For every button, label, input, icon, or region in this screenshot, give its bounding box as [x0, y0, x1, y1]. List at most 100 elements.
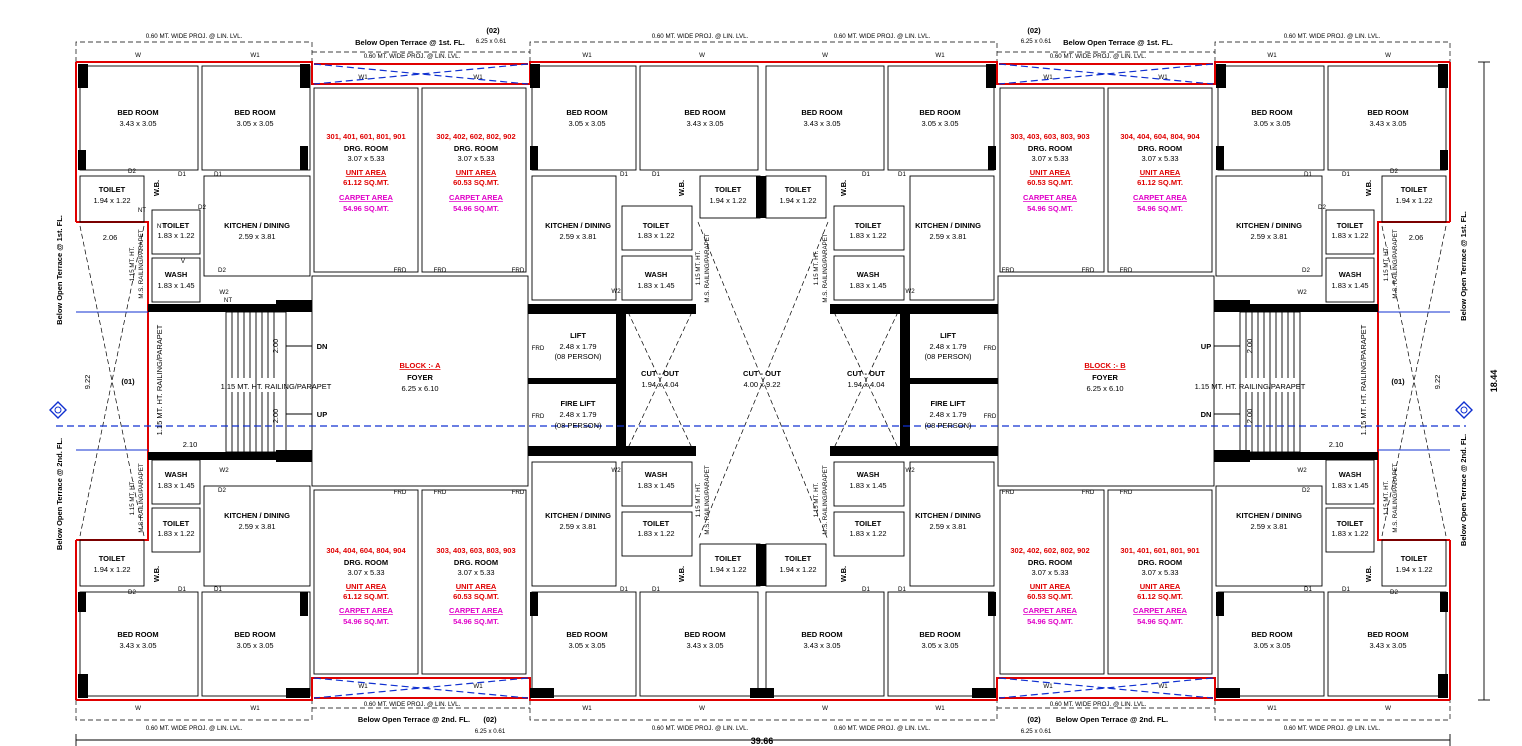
terrace-tag: (02) [486, 26, 500, 35]
projection-label: 0.60 MT. WIDE PROJ. @ LIN. LVL. [146, 725, 243, 732]
railing-label: 1.15 MT. HT. RAILING/PARAPET [155, 324, 164, 435]
unit-area-label: UNIT AREA [1140, 582, 1181, 591]
room-dim: 1.83 x 1.45 [157, 281, 194, 290]
room-name: DRG. ROOM [344, 144, 388, 153]
room-name: TOILET [643, 519, 670, 528]
interior-walls [79, 65, 1447, 697]
room-name: WASH [165, 470, 188, 479]
room-name: TOILET [715, 554, 742, 563]
room-name: KITCHEN / DINING [224, 221, 290, 230]
window-tag: W2 [905, 467, 915, 474]
dim-label: 2.06 [103, 233, 118, 242]
unit-area-value: 61.12 SQ.MT. [343, 178, 389, 187]
cutout-diagonals [79, 63, 1447, 699]
room-dim: 1.83 x 1.22 [849, 529, 886, 538]
foyer-dim: 6.25 x 6.10 [401, 384, 438, 393]
ms-railing-label: 1.15 MT. HT. [1383, 246, 1390, 281]
wb-label: W.B. [1364, 180, 1373, 196]
terrace-label: Below Open Terrace @ 2nd. FL. [358, 715, 470, 724]
room-name: BED ROOM [234, 630, 275, 639]
lift-capacity: (08 PERSON) [924, 352, 972, 361]
window-tag: W [1385, 52, 1391, 59]
wb-label: W.B. [677, 180, 686, 196]
side-terrace-label: Below Open Terrace @ 2nd. FL. [1459, 434, 1468, 546]
ms-railing-label: M.S. RAILING/PARAPET [138, 229, 145, 299]
room-dim: 3.05 x 3.05 [921, 641, 958, 650]
window-tag: W1 [935, 705, 945, 712]
unit-area-label: UNIT AREA [456, 582, 497, 591]
dim-label: 2.10 [183, 440, 198, 449]
window-tag: W1 [1043, 74, 1053, 81]
cutout-label: CUT - OUT [847, 369, 885, 378]
unit-area-label: UNIT AREA [346, 168, 387, 177]
staircase-b [1214, 311, 1301, 453]
window-tag: W1 [1267, 705, 1277, 712]
ms-railing-label: M.S. RAILING/PARAPET [1392, 229, 1399, 299]
carpet-area-label: CARPET AREA [1023, 606, 1077, 615]
door-tag: FRD [1120, 267, 1133, 274]
unit-area-value: 61.12 SQ.MT. [1137, 592, 1183, 601]
door-tag: D2 [1390, 168, 1398, 175]
room-name: TOILET [163, 221, 190, 230]
room-name: BED ROOM [566, 108, 607, 117]
dim-label: 2.06 [1409, 233, 1424, 242]
ms-railing-label: 1.15 MT. HT. [695, 482, 702, 517]
door-tag: FRD [394, 489, 407, 496]
carpet-area-value: 54.96 SQ.MT. [453, 204, 499, 213]
room-name: WASH [1339, 470, 1362, 479]
door-tag: FRD [394, 267, 407, 274]
window-tag: W [1385, 705, 1391, 712]
room-dim: 1.83 x 1.22 [157, 231, 194, 240]
terrace-tag-dim: 6.25 x 0.61 [1021, 38, 1052, 45]
window-tag: W2 [611, 467, 621, 474]
carpet-area-label: CARPET AREA [339, 606, 393, 615]
room-name: KITCHEN / DINING [545, 221, 611, 230]
unit-area-value: 61.12 SQ.MT. [343, 592, 389, 601]
nt-tag: NT [157, 223, 165, 230]
room-name: TOILET [1401, 185, 1428, 194]
wb-label: W.B. [839, 566, 848, 582]
door-tag: FRD [532, 345, 545, 352]
room-name: KITCHEN / DINING [915, 511, 981, 520]
projection-label: 0.60 MT. WIDE PROJ. @ LIN. LVL. [1284, 33, 1381, 40]
room-dim: 3.05 x 3.05 [236, 641, 273, 650]
door-tag: FRD [984, 413, 997, 420]
door-tag: FRD [434, 267, 447, 274]
wb-label: W.B. [152, 180, 161, 196]
room-dim: 1.83 x 1.45 [849, 481, 886, 490]
unit-area-label: UNIT AREA [346, 582, 387, 591]
carpet-area-value: 54.96 SQ.MT. [343, 204, 389, 213]
ms-railing-label: M.S. RAILING/PARAPET [704, 465, 711, 535]
side-terrace-label: Below Open Terrace @ 2nd. FL. [55, 438, 64, 550]
wb-label: W.B. [839, 180, 848, 196]
room-name: DRG. ROOM [1138, 144, 1182, 153]
room-dim: 3.43 x 3.05 [1369, 119, 1406, 128]
room-dim: 3.05 x 3.05 [1253, 119, 1290, 128]
door-tag: D1 [652, 586, 660, 593]
side-tag: (01) [1391, 377, 1405, 386]
axis-marker-right-icon [1455, 401, 1473, 419]
window-tag: W2 [905, 288, 915, 295]
room-name: BED ROOM [684, 108, 725, 117]
room-name: KITCHEN / DINING [1236, 511, 1302, 520]
unit-area-value: 61.12 SQ.MT. [1137, 178, 1183, 187]
door-tag: D2 [1302, 267, 1310, 274]
room-name: BED ROOM [801, 630, 842, 639]
side-terrace-label: Below Open Terrace @ 1st. FL. [55, 215, 64, 325]
door-tag: FRD [1120, 489, 1133, 496]
lift-dim: 2.48 x 1.79 [559, 410, 596, 419]
room-name: KITCHEN / DINING [545, 511, 611, 520]
unit-area-label: UNIT AREA [1030, 168, 1071, 177]
fire-lift-label: FIRE LIFT [931, 399, 966, 408]
cutout-dim: 4.00 x 9.22 [743, 380, 780, 389]
window-tag: W [135, 52, 141, 59]
door-tag: V [181, 258, 186, 265]
door-tag: D1 [214, 171, 222, 178]
room-name: TOILET [1337, 519, 1364, 528]
carpet-area-label: CARPET AREA [1133, 606, 1187, 615]
room-dim: 1.83 x 1.45 [637, 281, 674, 290]
terrace-tag-dim: 6.25 x 0.61 [1021, 728, 1052, 735]
room-name: BED ROOM [919, 630, 960, 639]
staircase-a [225, 311, 312, 453]
columns [78, 64, 1448, 698]
